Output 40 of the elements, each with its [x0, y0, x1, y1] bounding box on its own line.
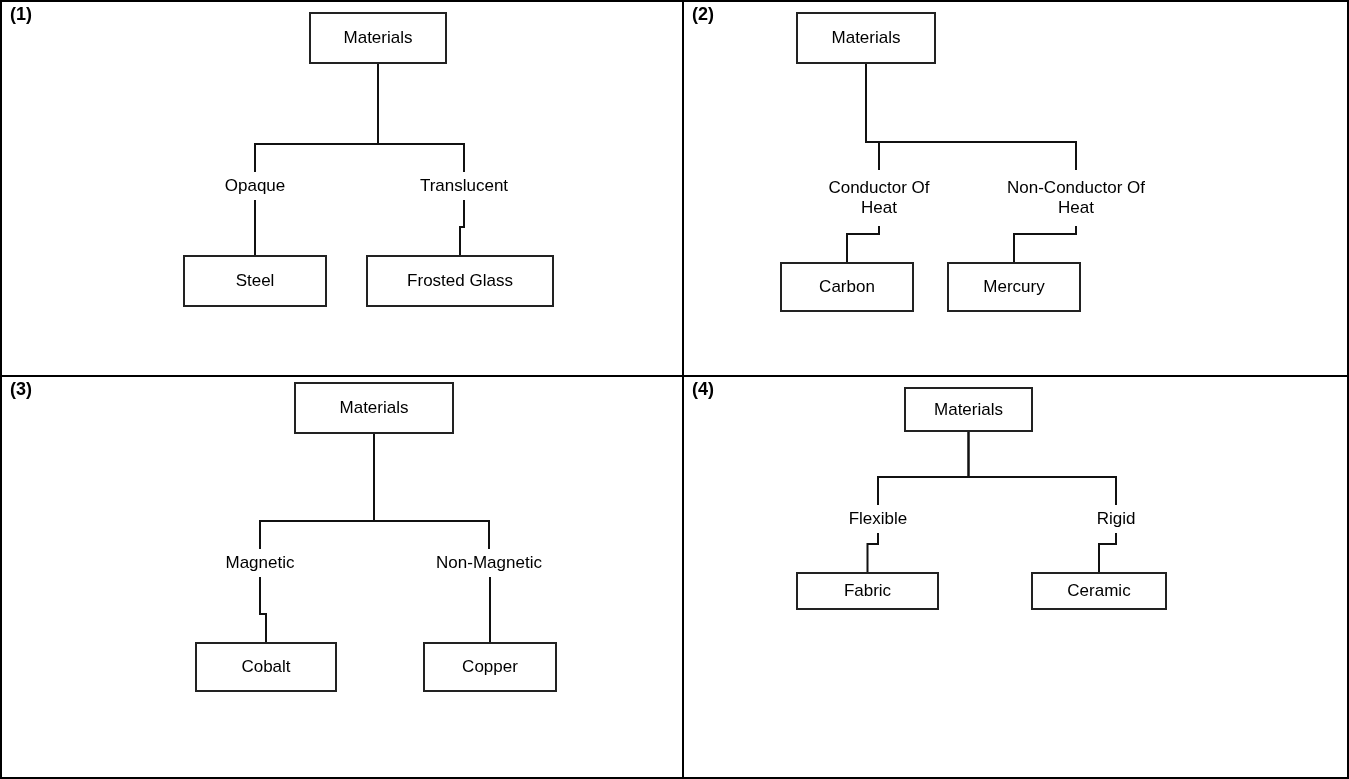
panel-frame: [682, 0, 1349, 377]
connector-line: [1013, 225, 1077, 263]
panel-number: (2): [692, 4, 714, 25]
category-box: Mercury: [947, 262, 1081, 312]
panel-frame: [0, 375, 684, 779]
panel-frame: [682, 375, 1349, 779]
connector-line: [866, 532, 879, 573]
category-box: Materials: [309, 12, 447, 64]
branch-label: Flexible: [828, 505, 928, 533]
branch-label: Conductor Of Heat: [824, 170, 934, 226]
category-box: Fabric: [796, 572, 939, 610]
connector-line: [377, 63, 465, 173]
category-box: Ceramic: [1031, 572, 1167, 610]
panel-number: (4): [692, 379, 714, 400]
branch-label: Translucent: [394, 172, 534, 200]
branch-label: Non-Conductor Of Heat: [996, 170, 1156, 226]
connector-line: [254, 199, 256, 256]
branch-label: Opaque: [195, 172, 315, 200]
connector-line: [865, 63, 1077, 171]
category-box: Steel: [183, 255, 327, 307]
category-box: Cobalt: [195, 642, 337, 692]
branch-label: Magnetic: [200, 549, 320, 577]
connector-line: [846, 225, 880, 263]
connector-line: [259, 576, 267, 643]
branch-label: Rigid: [1076, 505, 1156, 533]
connector-line: [1098, 532, 1117, 573]
category-box: Copper: [423, 642, 557, 692]
category-box: Materials: [796, 12, 936, 64]
category-box: Materials: [294, 382, 454, 434]
panel-number: (3): [10, 379, 32, 400]
branch-label: Non-Magnetic: [419, 549, 559, 577]
category-box: Carbon: [780, 262, 914, 312]
category-box: Frosted Glass: [366, 255, 554, 307]
panel-number: (1): [10, 4, 32, 25]
panel-frame: [0, 0, 684, 377]
connector-line: [373, 433, 490, 550]
connector-line: [489, 576, 491, 643]
connector-line: [967, 431, 1117, 506]
connector-line: [459, 199, 465, 256]
category-box: Materials: [904, 387, 1033, 432]
